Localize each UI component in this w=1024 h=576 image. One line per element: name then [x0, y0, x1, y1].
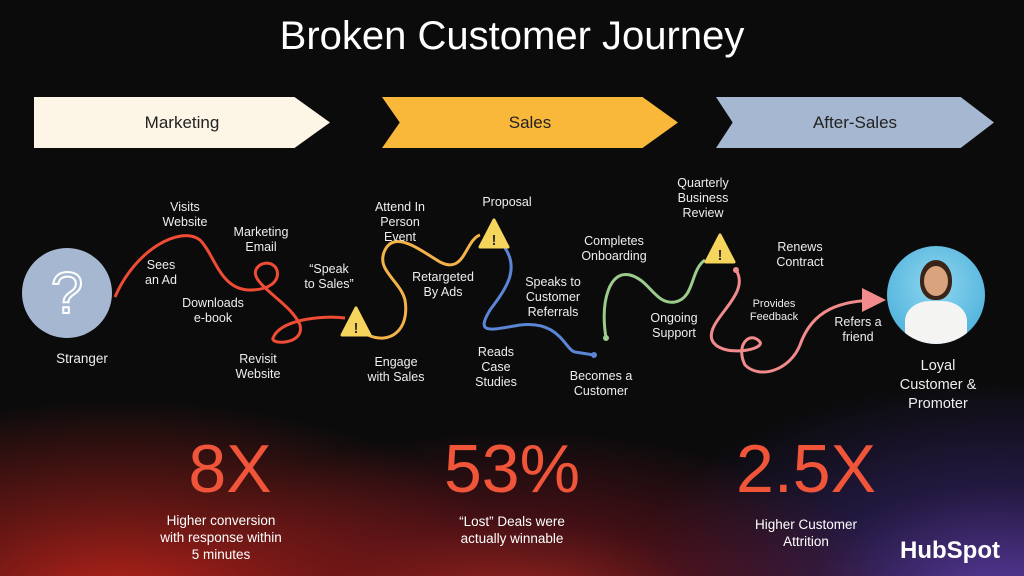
marketing-path [113, 234, 346, 344]
stage-marketing: Marketing [34, 97, 330, 148]
after-sales-path-2 [709, 269, 886, 374]
stranger-label: Stranger [56, 351, 108, 366]
stage-label: Sales [508, 112, 552, 132]
step-label: Renews Contract [776, 240, 824, 269]
question-icon: ? [22, 248, 112, 338]
step-label: Quarterly Business Review [677, 176, 729, 220]
step-label: Reads Case Studies [475, 345, 517, 389]
step-label: “Speak to Sales” [304, 262, 354, 291]
step-label: Attend In Person Event [374, 200, 426, 244]
step-label: Revisit Website [235, 352, 281, 381]
stat-caption: Higher Customer Attrition [754, 517, 858, 549]
stage-label: Marketing [144, 112, 220, 132]
step-label: Refers a friend [834, 315, 882, 344]
step-label: Retargeted By Ads [412, 270, 474, 299]
step-label: Marketing Email [233, 225, 289, 254]
step-label: Visits Website [162, 200, 208, 229]
step-label: Completes Onboarding [581, 234, 647, 263]
hubspot-logo: HubSpot [900, 537, 1000, 564]
warning-icon: ! [704, 233, 736, 264]
customer-avatar [887, 246, 985, 344]
after-sales-path-1 [602, 258, 706, 339]
sales-path-2 [482, 247, 595, 357]
step-label: Engage with Sales [367, 355, 425, 384]
step-label: Speaks to Customer Referrals [525, 275, 581, 319]
step-label: Provides Feedback [749, 298, 799, 323]
warning-icon: ! [478, 218, 510, 249]
step-label: Proposal [482, 195, 532, 209]
stat-value: 2.5X [736, 431, 876, 507]
warning-icon: ! [340, 306, 372, 337]
svg-text:!: ! [492, 232, 497, 249]
stage-label: After-Sales [812, 112, 898, 132]
stat-value: 53% [443, 431, 581, 507]
svg-text:!: ! [354, 320, 359, 337]
step-label: Downloads e-book [182, 296, 244, 325]
stat-caption: Higher conversion with response within 5… [160, 513, 282, 562]
step-label: Becomes a Customer [569, 369, 633, 398]
stat-caption: “Lost” Deals were actually winnable [459, 514, 565, 546]
page-title: Broken Customer Journey [279, 14, 745, 58]
step-label: Sees an Ad [145, 258, 177, 287]
stage-sales: Sales [382, 97, 678, 148]
stage-after-sales: After-Sales [716, 97, 994, 148]
sales-path-1 [367, 233, 481, 340]
step-label: Ongoing Support [650, 311, 698, 340]
stat-value: 8X [188, 431, 272, 507]
loyal-customer-label: Loyal Customer & Promoter [899, 358, 977, 412]
svg-text:!: ! [718, 247, 723, 264]
